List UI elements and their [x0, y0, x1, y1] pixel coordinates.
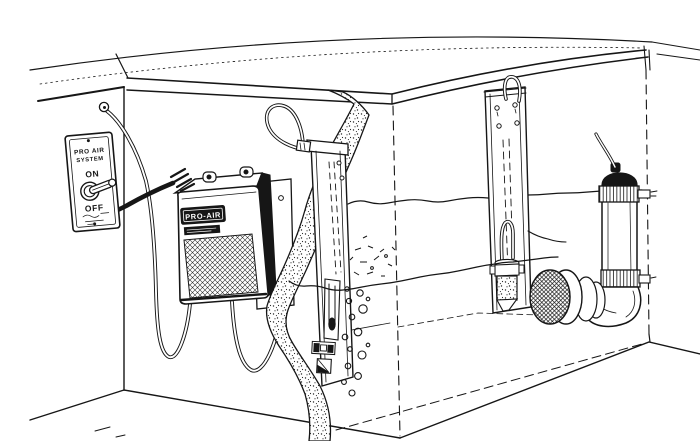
channel-outlet-flag: [317, 364, 329, 373]
left-channel-screw-1: [336, 160, 342, 166]
deck-back-edge: [29, 36, 653, 71]
blower-strain-relief: [169, 167, 196, 193]
channel-label-block-b: [327, 344, 334, 353]
left-channel-hidden-tube: [328, 161, 342, 275]
diffuser-nub-right: [518, 264, 525, 274]
switch-on-label: ON: [85, 168, 100, 179]
right-channel-hook-hose: [502, 75, 522, 103]
cylinder-top-cap: [601, 172, 638, 188]
switch-brand-line1: PRO AIR: [74, 147, 105, 157]
near-corner-hidden-edge: [392, 105, 401, 437]
hose-clamp-bottom: [600, 269, 641, 288]
diffuser-body: [496, 275, 518, 301]
right-corner-base: [648, 333, 651, 343]
diffuser-nub-left: [489, 265, 496, 275]
bottom-outer-edge: [399, 341, 700, 439]
switch-off-label: OFF: [84, 202, 104, 214]
clamp-bolt-top-tip: [650, 190, 658, 197]
blower-base: [179, 292, 268, 302]
blower-tab-left-hole: [206, 174, 212, 180]
wall-grommet-center: [103, 106, 106, 109]
cylinder-highlights: [607, 201, 632, 275]
bottom-hidden-edge: [335, 343, 643, 431]
blower-fineprint-lines: [186, 227, 217, 233]
switch-toggle-lever[interactable]: [88, 178, 117, 195]
jet-fitting-assembly: [529, 132, 658, 328]
check-valve-cylinder: [598, 162, 658, 288]
left-channel-screw-2: [339, 175, 345, 181]
cylinder-body: [601, 199, 638, 277]
left-wall-cap: [37, 86, 125, 102]
deck-fascia-edge: [126, 56, 649, 105]
blower-front-inner-line: [181, 191, 257, 200]
knurled-nut: [529, 269, 571, 325]
water-surface-front: [288, 230, 567, 291]
clamp-bolt-bottom-tip: [650, 276, 657, 279]
right-corner-post: [643, 45, 651, 71]
front-waterline: [288, 256, 559, 291]
switch-plate-screw-top: [86, 139, 90, 143]
switch-plate-screw-bottom: [93, 222, 97, 226]
airline-loop: [264, 103, 312, 153]
ground-dashes: [94, 426, 126, 438]
air-blower-unit: PRO-AIR: [169, 166, 277, 305]
clamp-bolt-bottom: [638, 274, 651, 284]
mounting-screw-top: [278, 195, 284, 201]
blower-vent-grille: [183, 233, 259, 299]
blower-label: PRO-AIR: [185, 210, 221, 221]
switch-brand-line2: SYSTEM: [76, 156, 104, 164]
spa-front-bottom-edge: [123, 389, 401, 439]
slot-tube-tip: [328, 317, 336, 331]
air-diffuser: [489, 219, 525, 312]
diffuser-feed-tube-core: [500, 220, 514, 263]
diffuser-tip: [496, 298, 519, 312]
deck-right-extension: [651, 41, 700, 61]
air-switch: PRO AIR SYSTEM ON OFF: [64, 101, 121, 233]
floor-edge-left: [29, 389, 125, 421]
jet-airline: [594, 132, 617, 169]
right-air-channel: [483, 75, 532, 314]
left-channel-slot: [323, 278, 341, 341]
deck-left-end-edge: [115, 53, 129, 79]
wall-tube-core: [106, 110, 191, 358]
blower-tab-right-hole: [243, 169, 249, 175]
right-corner-hidden-edge: [645, 69, 650, 335]
switch-fineprint-squiggle: [82, 212, 110, 225]
loop-clamp: [295, 139, 312, 153]
hose-clamp-top: [598, 185, 640, 203]
channel-outlet-diag: [317, 359, 330, 373]
deck-front-edge: [126, 49, 647, 95]
front-wave-crest: [527, 230, 567, 243]
blower-fineprint-strip: [183, 224, 221, 236]
loop-clamp-lines: [299, 142, 306, 151]
left-air-channel: [264, 103, 354, 387]
blower-nameplate-border: [182, 207, 224, 223]
surface-splash: [349, 235, 396, 277]
wall-tube: [105, 109, 192, 359]
right-channel-screws: [494, 102, 520, 129]
diffuser-collar: [494, 263, 520, 277]
deck-seam-dotted: [39, 46, 643, 85]
interior-base-back: [397, 308, 621, 328]
clamp-bolt-top: [637, 189, 651, 199]
channel-label-pill: [319, 344, 328, 352]
channel-label-block-a: [313, 342, 320, 353]
